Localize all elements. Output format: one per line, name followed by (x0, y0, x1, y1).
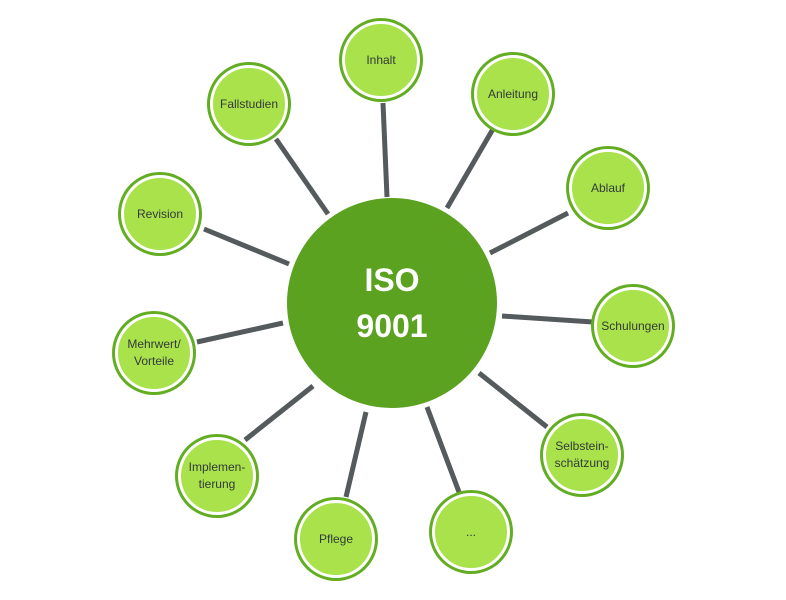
connector-inhalt (380, 102, 390, 198)
connector-schulungen (501, 313, 594, 325)
node-label-line-1: Implemen- (188, 460, 246, 474)
node-label: Fallstudien (219, 96, 279, 111)
connector-mehrwert-vorteile (196, 320, 284, 345)
node-selbsteinschaetzung: Selbstein- schätzung (543, 416, 621, 494)
node-label: Anleitung (487, 86, 539, 101)
center-title-line-2: 9001 (356, 308, 428, 344)
node-label-line-1: Mehrwert/ (127, 337, 181, 351)
connector-implementierung (243, 384, 315, 442)
center-node-iso-9001: ISO 9001 (287, 198, 497, 408)
connector-selbsteinschaetzung (477, 371, 549, 429)
node-label: Schulungen (601, 318, 665, 333)
node-mehrwert-vorteile: Mehrwert/ Vorteile (115, 314, 193, 392)
connector-ablauf (488, 210, 570, 256)
connector-revision (203, 226, 290, 267)
node-ellipsis: ... (432, 493, 510, 571)
connector-anleitung (444, 127, 496, 210)
node-label: Pflege (318, 531, 354, 546)
node-label: Inhalt (366, 52, 396, 67)
connector-pflege (343, 411, 369, 498)
node-label: ... (465, 524, 476, 539)
node-pflege: Pflege (297, 500, 375, 578)
connector-ellipsis (424, 406, 462, 493)
node-anleitung: Anleitung (474, 55, 552, 133)
node-inhalt: Inhalt (342, 21, 420, 99)
node-label-line-2: tierung (198, 477, 236, 491)
node-label-line-2: schätzung (554, 456, 610, 470)
node-label: Revision (136, 206, 184, 221)
node-implementierung: Implemen- tierung (178, 437, 256, 515)
connector-fallstudien (273, 137, 331, 216)
node-label-line-1: Selbstein- (555, 439, 609, 453)
node-schulungen: Schulungen (594, 287, 672, 365)
node-ablauf: Ablauf (569, 149, 647, 227)
center-title-line-1: ISO (364, 262, 420, 298)
node-revision: Revision (121, 175, 199, 253)
node-label: Ablauf (590, 180, 626, 195)
node-label-line-2: Vorteile (133, 354, 175, 368)
node-fallstudien: Fallstudien (210, 65, 288, 143)
